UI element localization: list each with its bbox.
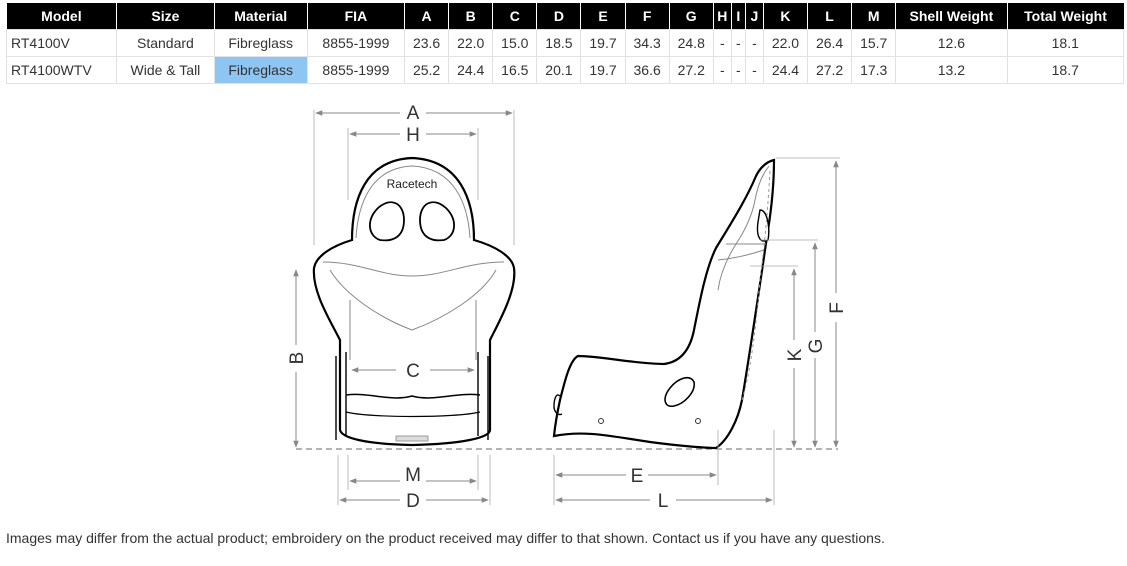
table-cell: 13.2	[895, 56, 1008, 84]
table-cell: 19.7	[580, 29, 626, 57]
table-cell: 23.6	[404, 29, 450, 57]
table-cell: Fibreglass	[213, 56, 308, 84]
table-cell: 18.1	[1006, 29, 1125, 57]
dim-F-label: F	[827, 302, 848, 314]
disclaimer-note: Images may differ from the actual produc…	[6, 530, 885, 546]
table-cell: 16.5	[492, 56, 538, 84]
table-cell: 12.6	[895, 29, 1008, 57]
side-view	[552, 158, 776, 450]
table-cell: -	[712, 29, 732, 57]
table-header-k: K	[763, 3, 809, 30]
table-cell: -	[744, 29, 764, 57]
harness-slot-right	[419, 201, 455, 242]
brand-label: Racetech	[387, 177, 438, 191]
table-cell: 22.0	[762, 29, 809, 57]
dim-D-label: D	[406, 491, 420, 512]
table-cell: 24.4	[762, 56, 809, 84]
table-cell: RT4100V	[5, 29, 118, 57]
table-cell: 27.2	[668, 56, 714, 84]
table-cell: 18.5	[536, 29, 582, 57]
table-header-d: D	[536, 3, 582, 30]
table-header-j: J	[745, 3, 764, 30]
side-dimensions: E L F G K	[553, 157, 848, 512]
table-cell: -	[744, 56, 764, 84]
front-dimensions: A H B C M D	[287, 103, 515, 512]
table-cell: -	[730, 56, 746, 84]
table-cell: 8855-1999	[306, 29, 406, 57]
table-cell: 34.3	[624, 29, 670, 57]
table-cell: 24.8	[668, 29, 714, 57]
dim-M-label: M	[405, 465, 421, 486]
table-cell: 17.3	[851, 56, 897, 84]
table-cell: Fibreglass	[213, 29, 308, 57]
table-cell: 26.4	[807, 29, 853, 57]
table-cell: 18.7	[1006, 56, 1125, 84]
dim-B-label: B	[287, 352, 308, 365]
table-header-total-weight: Total Weight	[1007, 3, 1124, 30]
dim-H-label: H	[406, 125, 420, 146]
table-cell: 36.6	[624, 56, 670, 84]
table-header-b: B	[448, 3, 494, 30]
side-shell-outline	[552, 158, 776, 450]
table-header-i: I	[731, 3, 746, 30]
dim-K-label: K	[785, 348, 806, 361]
table-cell: 20.1	[536, 56, 582, 84]
table-cell: 25.2	[404, 56, 450, 84]
table-header-g: G	[669, 3, 714, 30]
side-harness-slot	[664, 376, 695, 408]
seat-diagram: Racetech A H B C M D	[287, 103, 848, 512]
table-header-m: M	[851, 3, 897, 30]
table-cell: Standard	[116, 29, 215, 57]
table-header-h: H	[713, 3, 732, 30]
dim-E-label: E	[631, 466, 644, 487]
front-shell-outline	[312, 156, 516, 447]
table-cell: RT4100WTV	[5, 56, 118, 84]
table-header-f: F	[625, 3, 670, 30]
table-cell: Wide & Tall	[116, 56, 215, 84]
dim-G-label: G	[806, 339, 827, 354]
table-header-c: C	[492, 3, 538, 30]
table-cell: -	[730, 29, 746, 57]
table-cell: 24.4	[448, 56, 494, 84]
table-cell: 15.0	[492, 29, 538, 57]
table-header-a: A	[404, 3, 450, 30]
table-cell: 27.2	[807, 56, 853, 84]
table-cell: -	[712, 56, 732, 84]
table-header-model: Model	[6, 3, 118, 30]
table-cell: 15.7	[851, 29, 897, 57]
dim-A-label: A	[407, 103, 420, 124]
table-cell: 8855-1999	[306, 56, 406, 84]
table-header-shell-weight: Shell Weight	[895, 3, 1008, 30]
table-cell: 19.7	[580, 56, 626, 84]
harness-slot-left	[369, 201, 405, 242]
table-header-e: E	[580, 3, 626, 30]
table-header-l: L	[807, 3, 853, 30]
table-cell: 22.0	[448, 29, 494, 57]
dim-C-label: C	[406, 361, 420, 382]
table-header-size: Size	[116, 3, 215, 30]
table-header-material: Material	[214, 3, 308, 30]
dim-L-label: L	[658, 491, 669, 512]
table-header-fia: FIA	[307, 3, 406, 30]
front-view: Racetech	[312, 156, 516, 447]
